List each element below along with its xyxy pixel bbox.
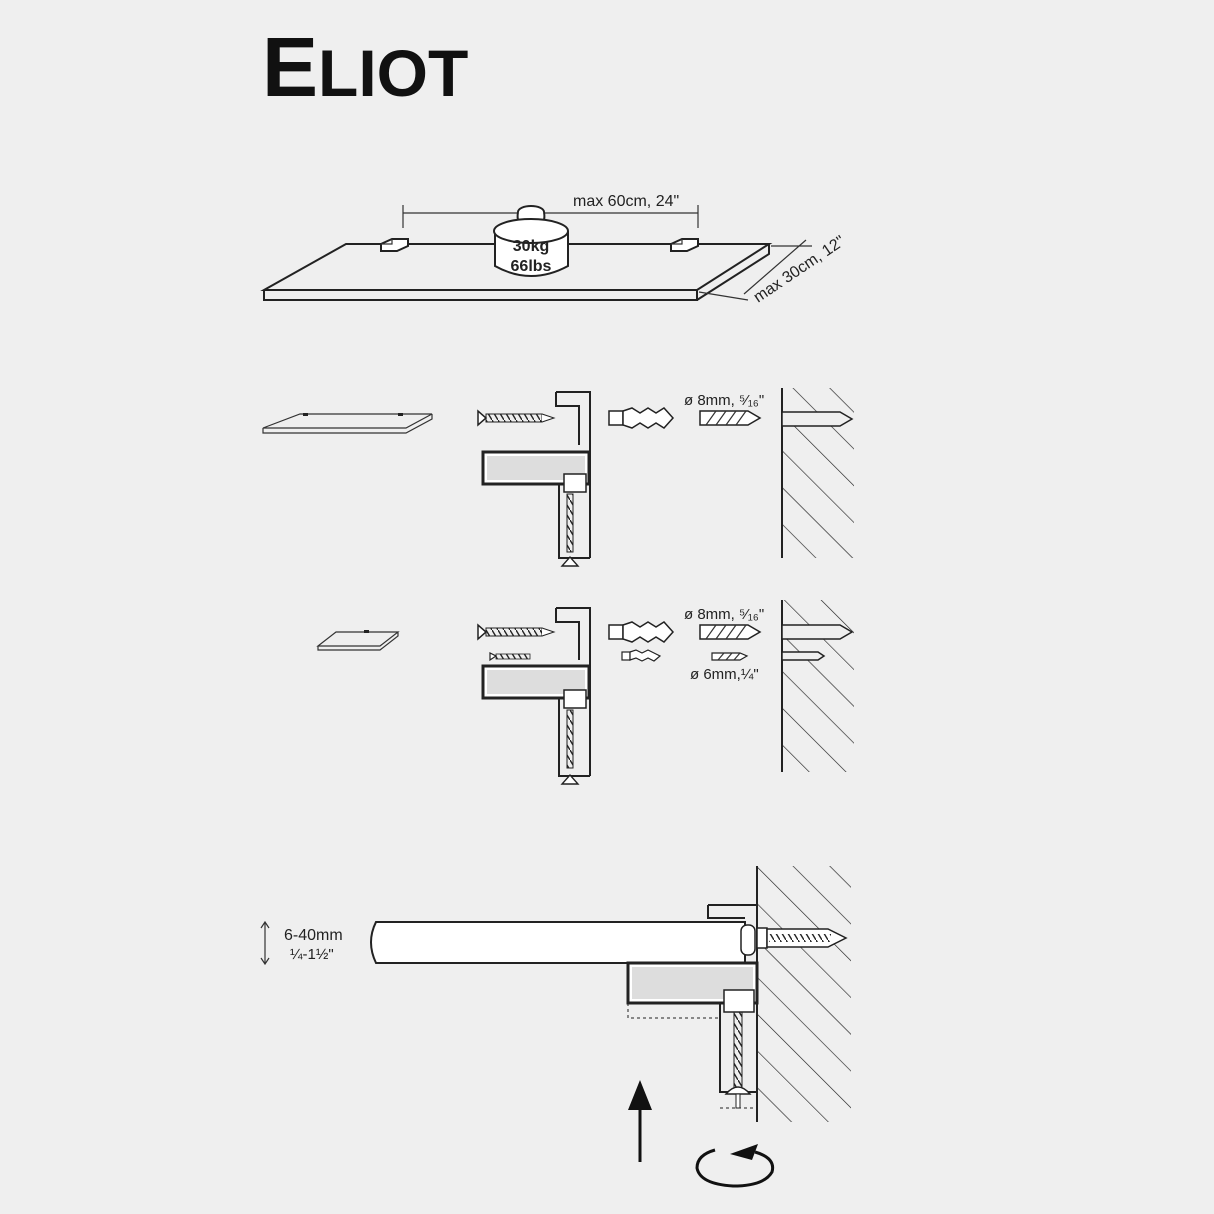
- capacity-illustration: max 60cm, 24" max 30cm, 12" 30kg 66lbs: [260, 193, 848, 306]
- step-large-shelf: ø 8mm, ⁵⁄₁₆": [262, 388, 854, 567]
- drill-bit-icon: [699, 624, 762, 640]
- glass-shelf-section: [370, 921, 746, 964]
- glass-shelf: [260, 243, 773, 301]
- bracket-section: [481, 607, 591, 785]
- span-label: max 60cm, 24": [573, 193, 679, 210]
- weight-icon: 30kg 66lbs: [493, 205, 569, 277]
- drill-label-8mm: ø 8mm, ⁵⁄₁₆": [684, 392, 764, 409]
- screw-small-icon: [489, 652, 531, 662]
- screw-icon: [477, 623, 556, 641]
- drill-label-6mm: ø 6mm,¼": [690, 666, 759, 683]
- weight-kg: 30kg: [513, 238, 549, 255]
- drill-bit-small-icon: [711, 652, 749, 661]
- bracket-section: [481, 391, 591, 567]
- rotate-icon: [695, 1144, 775, 1188]
- wall-section: [757, 866, 851, 1122]
- drill-label-8mm: ø 8mm, ⁵⁄₁₆": [684, 606, 764, 623]
- wall-plug-small-icon: [621, 649, 662, 662]
- shelf-thumbnail-small: [316, 631, 400, 651]
- weight-lbs: 66lbs: [511, 258, 552, 275]
- mounted-section: 6-40mm ¼-1½": [260, 866, 851, 1188]
- product-title: ELIOT: [262, 20, 468, 114]
- span-dimension-line: [402, 205, 699, 228]
- wall-section: [781, 600, 854, 772]
- bracket-right: [670, 238, 699, 252]
- arrow-up-icon: [628, 1080, 652, 1162]
- depth-dimension-line: [698, 239, 812, 301]
- thickness-imperial: ¼-1½": [290, 946, 334, 963]
- wall-plug-icon: [608, 407, 675, 429]
- shelf-thumbnail-large: [262, 413, 433, 434]
- wall-plug-icon: [608, 621, 675, 643]
- wall-section: [781, 388, 854, 558]
- bracket-left: [380, 238, 409, 252]
- step-small-shelf: ø 8mm, ⁵⁄₁₆" ø 6mm,¼": [316, 600, 854, 785]
- thickness-arrow-icon: [260, 920, 270, 966]
- screw-icon: [477, 409, 556, 427]
- thickness-metric: 6-40mm: [284, 927, 343, 944]
- drill-bit-icon: [699, 410, 762, 426]
